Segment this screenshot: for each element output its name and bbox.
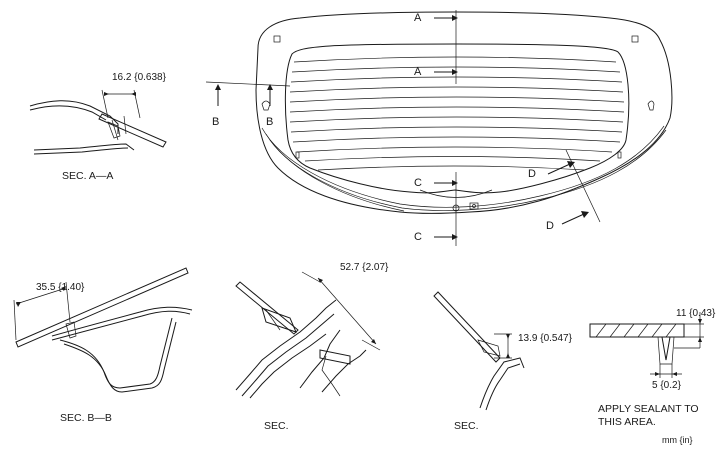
label-a-mid: A bbox=[414, 66, 422, 78]
label-b-right: B bbox=[266, 116, 274, 128]
section-d-line bbox=[547, 149, 601, 225]
mount-brackets bbox=[261, 35, 655, 159]
dim-sealant-width: 5 {0.2} bbox=[652, 380, 681, 391]
sealant-note-line1: APPLY SEALANT TO bbox=[598, 403, 699, 415]
dim-sec-aa: 16.2 {0.638} bbox=[112, 72, 166, 83]
dim-sec-bb: 35.5 {1.40} bbox=[36, 282, 85, 293]
section-a-line bbox=[434, 10, 458, 84]
section-bb-drawing bbox=[13, 267, 193, 393]
dim-sec-d: 13.9 {0.547} bbox=[518, 333, 572, 344]
sealant-detail bbox=[589, 312, 704, 378]
label-b-left: B bbox=[212, 116, 220, 128]
section-d-drawing bbox=[433, 291, 525, 411]
dim-sec-c: 52.7 {2.07} bbox=[340, 262, 389, 273]
title-sec-bb: SEC. B—B bbox=[60, 412, 112, 424]
title-sec-d: SEC. bbox=[454, 420, 479, 432]
section-c-line bbox=[434, 172, 458, 246]
label-a-top: A bbox=[414, 12, 422, 24]
dim-sealant-height: 11 {0.43} bbox=[676, 308, 716, 319]
sealant-note-line2: THIS AREA. bbox=[598, 416, 656, 428]
section-b-line bbox=[205, 81, 291, 106]
label-d-mid: D bbox=[528, 168, 536, 180]
units-legend: mm {in} bbox=[662, 435, 693, 445]
title-sec-aa: SEC. A—A bbox=[62, 170, 114, 182]
label-d-bottom: D bbox=[546, 220, 554, 232]
title-sec-c: SEC. bbox=[264, 420, 289, 432]
label-c-bottom: C bbox=[414, 231, 422, 243]
section-c-drawing bbox=[235, 271, 381, 399]
liftgate-outline bbox=[255, 11, 673, 214]
glass-area bbox=[284, 43, 630, 212]
section-aa-drawing bbox=[29, 89, 167, 155]
label-c-mid: C bbox=[414, 177, 422, 189]
